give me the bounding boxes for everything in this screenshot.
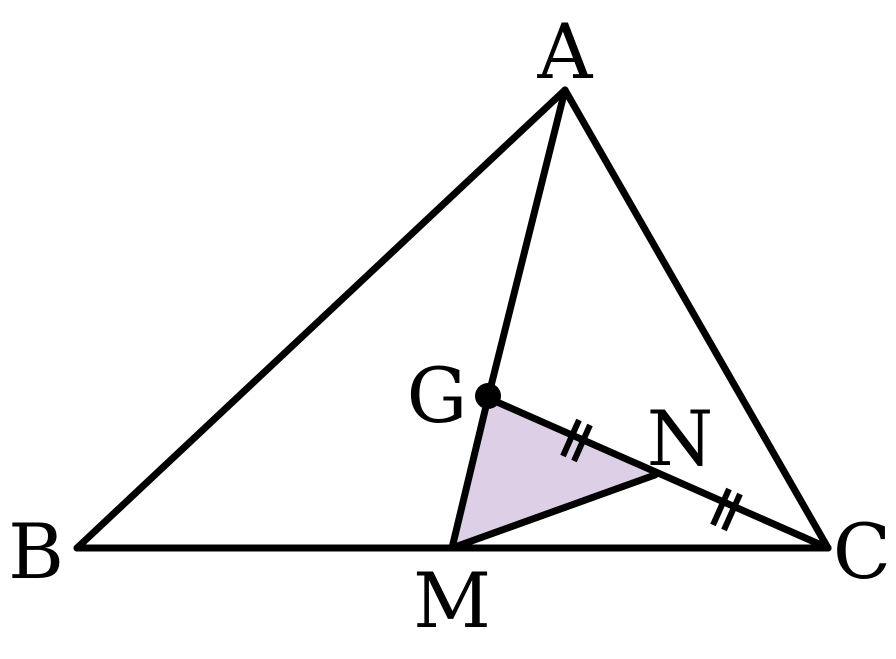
segment-ab — [73, 86, 569, 552]
label-c: C — [833, 507, 891, 596]
equal-mark-gn — [560, 418, 593, 463]
label-m: M — [413, 556, 491, 645]
equal-mark-nc — [710, 487, 743, 532]
point-g-dot — [475, 383, 501, 409]
label-b: B — [8, 507, 64, 596]
shaded-triangle-gmn — [452, 398, 655, 548]
segment-ag — [484, 86, 569, 402]
segment-mn — [448, 471, 659, 552]
segment-ca — [561, 86, 832, 552]
label-a: A — [537, 7, 594, 96]
segment-gc — [484, 394, 832, 552]
segment-gm — [448, 394, 492, 552]
label-n: N — [647, 394, 714, 483]
label-g: G — [407, 351, 468, 440]
